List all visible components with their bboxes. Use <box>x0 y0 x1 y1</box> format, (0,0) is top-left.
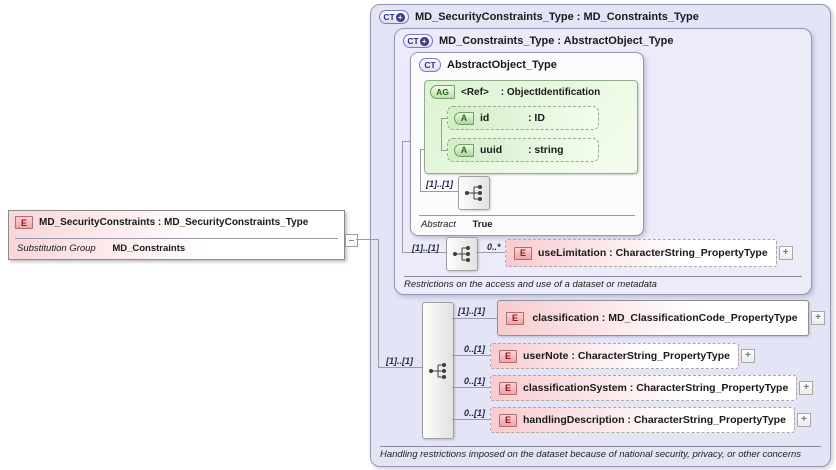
attribute-icon: A <box>454 143 474 157</box>
derived-plus-icon: + <box>395 12 405 22</box>
connector-line <box>452 355 490 356</box>
element-icon: E <box>15 216 33 229</box>
complex-type-extension-icon: CT + <box>379 10 409 24</box>
connector-line <box>452 318 497 319</box>
facts-divider <box>419 215 635 216</box>
complex-type-icon: CT <box>419 58 441 72</box>
element-icon: E <box>514 246 532 260</box>
connector-line <box>420 149 421 192</box>
connector-line <box>452 387 490 388</box>
attribute-group-box[interactable]: AG <Ref> : ObjectIdentification A id : I… <box>424 80 638 174</box>
expand-button[interactable]: + <box>799 381 814 395</box>
element-icon: E <box>499 413 517 427</box>
connector-line <box>356 239 370 240</box>
ct-badge-label: CT <box>407 36 419 46</box>
root-element-title: MD_SecurityConstraints : MD_SecurityCons… <box>39 217 309 228</box>
ct-badge-label: CT <box>383 12 395 22</box>
connector-line <box>402 252 446 253</box>
element-label: classification : MD_ClassificationCode_P… <box>532 312 798 324</box>
collapse-toggle[interactable] <box>345 234 358 247</box>
sequence-glyph <box>453 246 470 262</box>
element-cardinality: 0..[1] <box>464 376 486 386</box>
frame-title-row: CT + MD_Constraints_Type : AbstractObjec… <box>403 34 805 48</box>
element-label: useLimitation : CharacterString_Property… <box>538 247 768 259</box>
fact-label: Substitution Group <box>17 243 96 254</box>
element-uselimitation[interactable]: E useLimitation : CharacterString_Proper… <box>505 239 777 267</box>
outer-type-title: MD_SecurityConstraints_Type : MD_Constra… <box>415 11 699 23</box>
expand-button[interactable]: + <box>796 413 811 427</box>
attribute-type: : string <box>528 144 564 156</box>
element-icon: E <box>499 381 517 395</box>
sequence-icon[interactable] <box>446 237 478 271</box>
connector-line <box>420 191 458 192</box>
element-cardinality: 0..[1] <box>464 408 486 418</box>
attribute-group-icon: AG <box>430 85 455 99</box>
attribute-uuid[interactable]: A uuid : string <box>447 138 599 162</box>
attribute-name: uuid <box>480 144 503 156</box>
element-cardinality: 0..[1] <box>464 344 486 354</box>
sequence-glyph <box>429 362 446 379</box>
connector-line <box>378 239 379 368</box>
element-icon: E <box>499 349 517 363</box>
sequence-cardinality: [1]..[1] <box>426 179 453 189</box>
sequence-compositor[interactable] <box>422 302 454 439</box>
connector-line <box>442 150 447 151</box>
expand-button[interactable]: + <box>778 246 793 260</box>
substitution-group-fact: Substitution Group MD_Constraints <box>17 243 185 254</box>
sequence-icon[interactable] <box>458 176 490 210</box>
element-label: handlingDescription : CharacterString_Pr… <box>523 414 786 426</box>
expand-button[interactable]: + <box>811 311 825 325</box>
attribute-group-ref: <Ref> <box>461 86 489 98</box>
abstract-fact: Abstract True <box>421 219 493 230</box>
sequence-cardinality: [1]..[1] <box>386 356 413 366</box>
element-handlingdescription[interactable]: E handlingDescription : CharacterString_… <box>490 407 795 433</box>
fact-label: Abstract <box>421 219 456 230</box>
connector-line <box>442 118 447 119</box>
element-icon: E <box>506 311 524 325</box>
attribute-id[interactable]: A id : ID <box>447 106 599 130</box>
attribute-group-type: : ObjectIdentification <box>500 86 601 98</box>
element-usernote[interactable]: E userNote : CharacterString_PropertyTyp… <box>490 343 739 369</box>
frame-title-row: CT + MD_SecurityConstraints_Type : MD_Co… <box>379 10 824 24</box>
element-classificationsystem[interactable]: E classificationSystem : CharacterString… <box>490 375 798 401</box>
connector-line <box>402 141 410 142</box>
frame-title-row: CT AbstractObject_Type <box>419 58 637 72</box>
connector-line <box>370 239 378 240</box>
attribute-name: id <box>480 112 490 124</box>
connector-line <box>420 149 425 150</box>
element-md-securityconstraints[interactable]: E MD_SecurityConstraints : MD_SecurityCo… <box>8 210 345 260</box>
uselimitation-cardinality: 0..* <box>487 242 501 252</box>
sequence-cardinality: [1]..[1] <box>412 243 439 253</box>
attribute-group-header: AG <Ref> : ObjectIdentification <box>430 85 600 99</box>
derived-plus-icon: + <box>419 36 429 46</box>
root-title-row: E MD_SecurityConstraints : MD_SecurityCo… <box>15 216 308 229</box>
connector-line <box>476 252 505 253</box>
connector-line <box>441 118 442 151</box>
element-label: userNote : CharacterString_PropertyType <box>523 350 730 362</box>
attribute-icon: A <box>454 111 474 125</box>
connector-line <box>402 141 403 253</box>
abstract-type-title: AbstractObject_Type <box>447 59 557 71</box>
element-label: classificationSystem : CharacterString_P… <box>523 382 789 394</box>
fact-value: True <box>472 219 493 230</box>
element-classification[interactable]: E classification : MD_ClassificationCode… <box>497 300 809 336</box>
base-type-title: MD_Constraints_Type : AbstractObject_Typ… <box>439 35 674 47</box>
sequence-glyph <box>465 185 482 201</box>
fact-value: MD_Constraints <box>112 243 186 254</box>
base-type-annotation: Restrictions on the access and use of a … <box>404 276 802 290</box>
complex-type-extension-icon: CT + <box>403 34 433 48</box>
element-cardinality: [1]..[1] <box>458 306 485 316</box>
outer-type-annotation: Handling restrictions imposed on the dat… <box>380 446 821 460</box>
connector-line <box>452 419 490 420</box>
facts-divider <box>15 238 338 239</box>
attribute-type: : ID <box>528 112 545 124</box>
expand-button[interactable]: + <box>740 349 755 363</box>
connector-line <box>378 367 422 368</box>
ct-badge-label: CT <box>424 60 436 70</box>
